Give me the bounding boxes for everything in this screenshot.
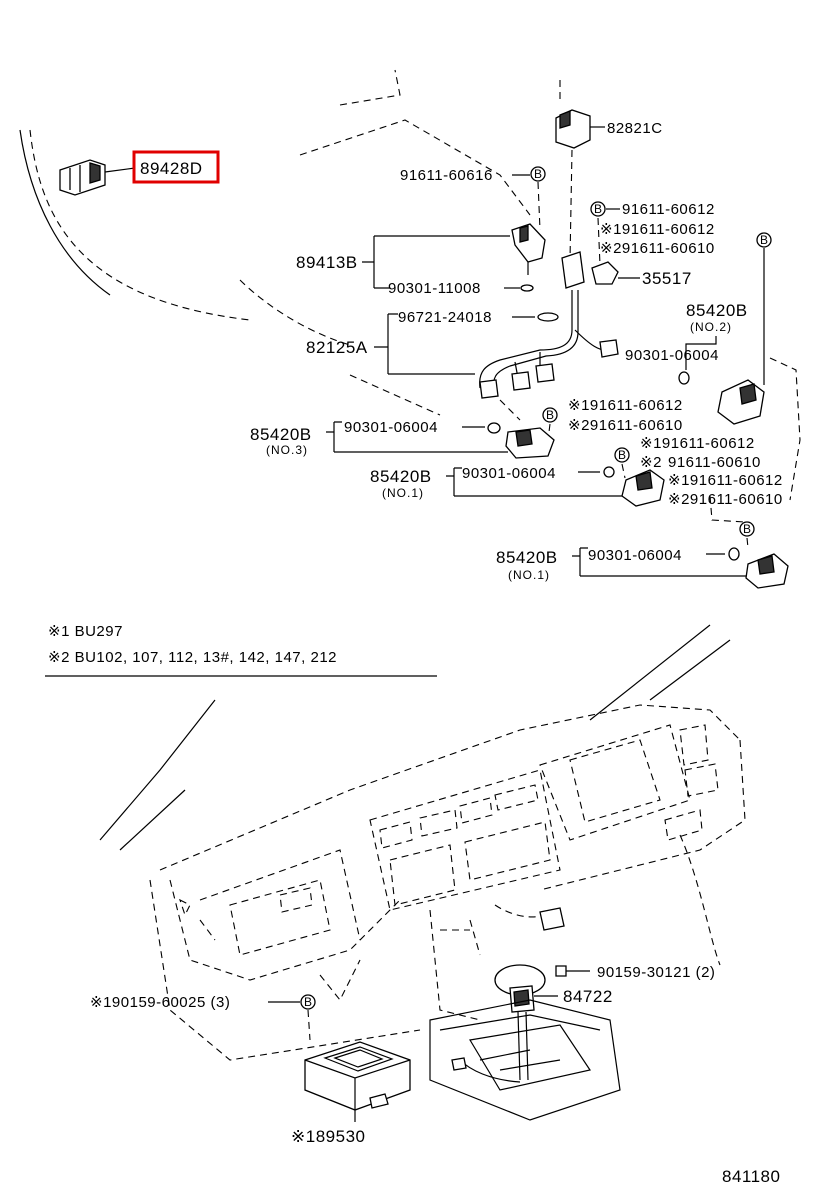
bolt-marker-label: B [304, 995, 313, 1009]
bolt-marker-label: B [534, 167, 543, 181]
label-2-prefix-c: ※2 [640, 454, 662, 471]
part-35517-clamp [591, 261, 640, 285]
label-90301-11008[interactable]: 90301-11008 [388, 280, 481, 297]
part-89428D-switch[interactable] [59, 159, 136, 196]
label-85420B-no3[interactable]: 85420B [250, 425, 312, 444]
part-85420B-no1b-sensor [745, 553, 789, 589]
highlight-box-89428D [132, 150, 220, 184]
label-82821C[interactable]: 82821C [607, 120, 663, 137]
bolt-marker-label: B [546, 408, 555, 422]
label-no1b: (NO.1) [508, 568, 550, 582]
label-85420B-no2[interactable]: 85420B [686, 301, 748, 320]
label-96721-24018[interactable]: 96721-24018 [398, 309, 492, 326]
bolt-marker-icon [300, 994, 316, 1010]
label-89413B[interactable]: 89413B [296, 253, 358, 272]
label-90301-06004-c[interactable]: 90301-06004 [462, 465, 556, 482]
label-2-91611-60610-c[interactable]: 91611-60610 [668, 454, 761, 471]
label-1-91611-60612[interactable]: ※191611-60612 [600, 221, 715, 238]
body-outline-top [19, 69, 561, 416]
dashboard-outline [99, 624, 746, 1061]
bolt-marker-label: B [760, 233, 769, 247]
part-89413B-sensor [511, 223, 546, 275]
part-89530-ecu [304, 1041, 411, 1122]
label-2-91611-60610-d[interactable]: ※291611-60610 [668, 491, 783, 508]
label-2-91611-60610-b[interactable]: ※291611-60610 [568, 417, 683, 434]
label-35517[interactable]: 35517 [642, 269, 692, 288]
label-1-91611-60612-c[interactable]: ※191611-60612 [640, 435, 755, 452]
label-no2: (NO.2) [690, 320, 732, 334]
label-85420B-no1b[interactable]: 85420B [496, 548, 558, 567]
label-90301-06004-a[interactable]: 90301-06004 [625, 347, 719, 364]
part-85420B-no1a-sensor [621, 469, 665, 507]
label-91611-60612[interactable]: 91611-60612 [622, 201, 715, 218]
bolt-marker-icon [739, 521, 755, 537]
label-no3: (NO.3) [266, 443, 308, 457]
label-90301-06004-d[interactable]: 90301-06004 [588, 547, 682, 564]
part-85420B-no2-sensor [717, 379, 765, 425]
label-1-90159-60025[interactable]: ※190159-60025 (3) [90, 994, 230, 1011]
label-82125A[interactable]: 82125A [306, 338, 368, 357]
part-84722-shift-switch [429, 964, 621, 1121]
label-1-91611-60612-d[interactable]: ※191611-60612 [668, 472, 783, 489]
bolt-marker-icon [590, 201, 606, 217]
label-no1a: (NO.1) [382, 486, 424, 500]
label-91611-60616[interactable]: 91611-60616 [400, 167, 493, 184]
bolt-marker-icon [756, 232, 772, 248]
part-85420B-no3-sensor [505, 427, 555, 459]
bolt-marker-label: B [743, 522, 752, 536]
label-1-91611-60612-b[interactable]: ※191611-60612 [568, 397, 683, 414]
label-89428D[interactable]: 89428D [140, 159, 203, 178]
label-85420B-no1a[interactable]: 85420B [370, 467, 432, 486]
part-82125A-harness [479, 251, 619, 399]
label-2-91611-60610[interactable]: ※291611-60610 [600, 240, 715, 257]
part-82821C-connector [555, 109, 605, 261]
label-84722[interactable]: 84722 [563, 987, 613, 1006]
label-1-89530[interactable]: ※189530 [291, 1127, 365, 1146]
note-2: ※2 BU102, 107, 112, 13#, 142, 147, 212 [48, 649, 337, 666]
label-90159-30121[interactable]: 90159-30121 (2) [597, 964, 715, 981]
bolt-marker-label: B [618, 448, 627, 462]
screw-90159-30121 [555, 965, 590, 977]
bolt-marker-icon [542, 407, 558, 423]
bolt-marker-icon [614, 447, 630, 463]
label-90301-06004-b[interactable]: 90301-06004 [344, 419, 438, 436]
bolt-marker-icon [530, 166, 546, 182]
bolt-marker-label: B [594, 202, 603, 216]
note-1: ※1 BU297 [48, 623, 123, 640]
figure-number: 841180 [722, 1167, 780, 1186]
